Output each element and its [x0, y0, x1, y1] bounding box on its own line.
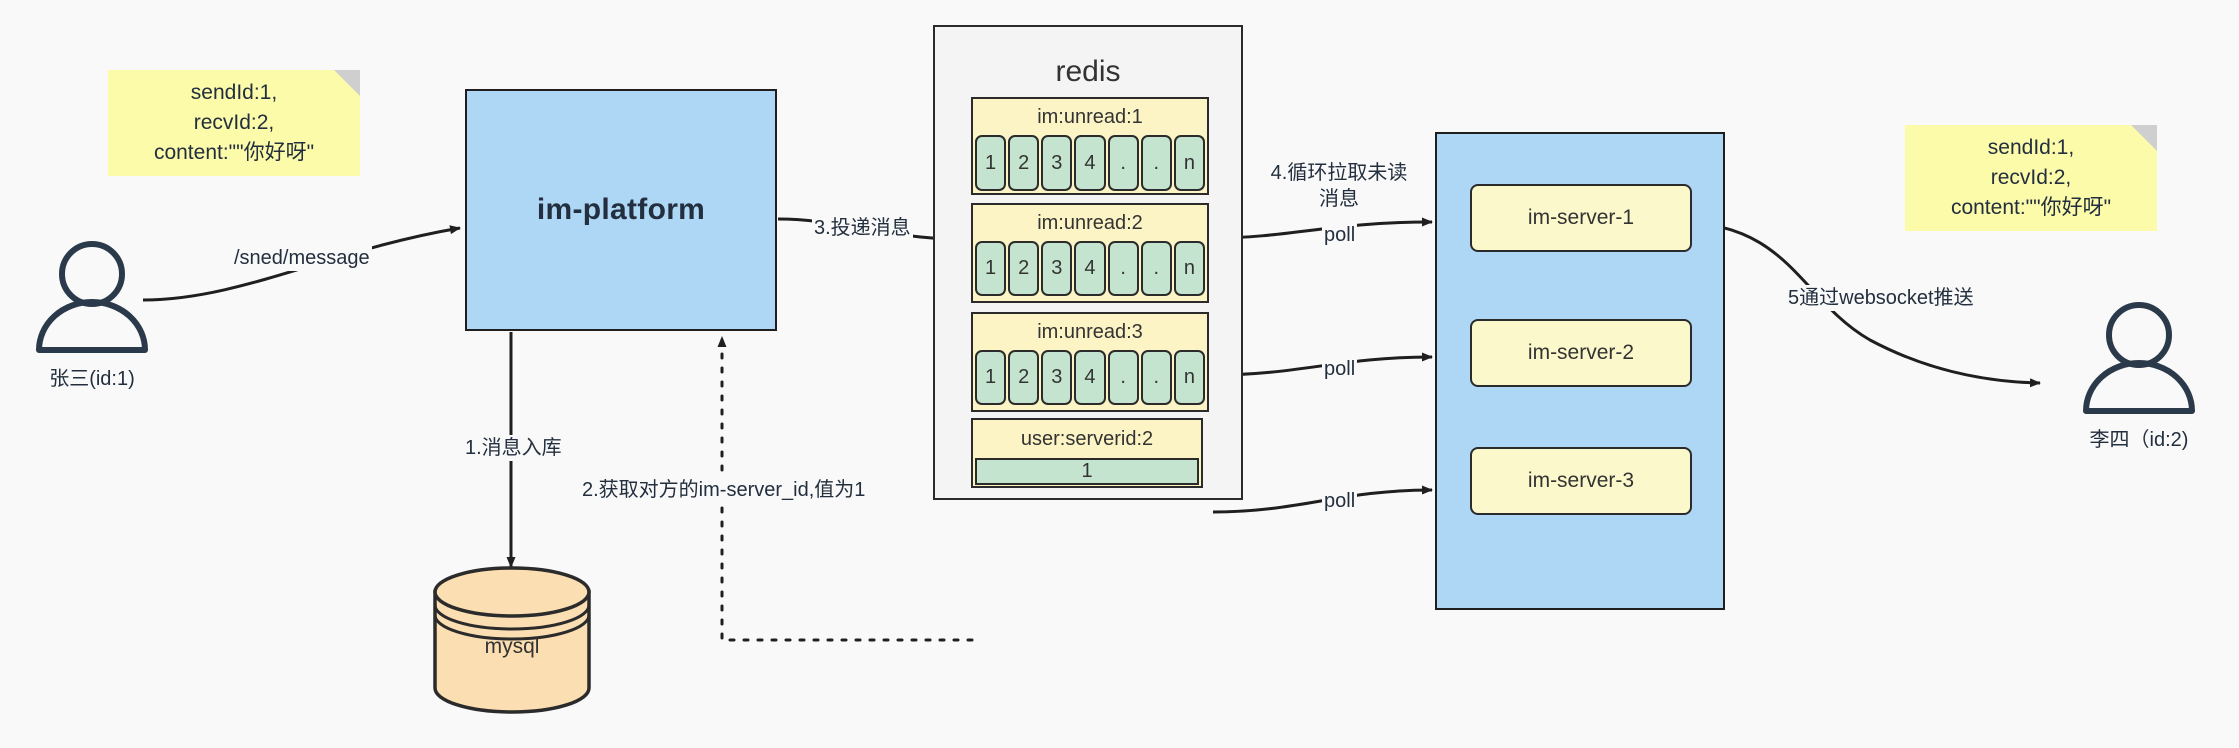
redis-kv-value: 1	[975, 458, 1199, 485]
redis-cell[interactable]: .	[1140, 350, 1172, 405]
redis-cell[interactable]: 1	[975, 135, 1007, 191]
redis-cell[interactable]: n	[1173, 241, 1205, 296]
edge-step5	[1675, 220, 2041, 388]
redis-cell[interactable]: 4	[1074, 350, 1106, 405]
redis-key-label: im:unread:3	[1037, 321, 1143, 343]
redis-cell-row: 1 2 3 4 . . n	[973, 350, 1207, 410]
redis-kv-key: user:serverid:2	[1020, 428, 1154, 450]
redis-cell[interactable]: 1	[975, 241, 1007, 296]
note-sender-payload-text: sendId:1, recvId:2, content:""你好呀"	[153, 81, 315, 164]
edge-label-poll-3: poll	[1322, 488, 1358, 514]
redis-cell[interactable]: 1	[975, 350, 1007, 405]
redis-cell[interactable]: 2	[1008, 241, 1040, 296]
redis-cell[interactable]: n	[1173, 135, 1205, 191]
edge-poll-3	[1212, 485, 1433, 514]
redis-cell-row: 1 2 3 4 . . n	[973, 241, 1207, 301]
redis-key-group[interactable]: im:unread:2 1 2 3 4 . . n	[971, 203, 1209, 303]
note-fold-icon	[2131, 125, 2157, 151]
redis-cell[interactable]: 4	[1074, 135, 1106, 191]
redis-cell[interactable]: 2	[1008, 350, 1040, 405]
note-sender-payload: sendId:1, recvId:2, content:""你好呀"	[108, 70, 360, 176]
redis-cell[interactable]: 2	[1008, 135, 1040, 191]
note-fold-icon	[334, 70, 360, 96]
redis-cell-row: 1 2 3 4 . . n	[973, 135, 1207, 193]
im-server-cluster[interactable]: im-server-1 im-server-2 im-server-3	[1435, 132, 1725, 610]
redis-key-group[interactable]: im:unread:3 1 2 3 4 . . n	[971, 312, 1209, 412]
sender-user-icon	[36, 241, 148, 353]
im-server-3-label: im-server-3	[1527, 469, 1635, 492]
redis-kv-box[interactable]: user:serverid:2 1	[971, 418, 1203, 488]
note-receiver-payload-text: sendId:1, recvId:2, content:""你好呀"	[1950, 136, 2112, 219]
im-platform-box[interactable]: im-platform	[465, 89, 777, 331]
redis-cell[interactable]: .	[1140, 135, 1172, 191]
im-server-1-label: im-server-1	[1527, 206, 1635, 229]
edge-step2	[717, 335, 974, 642]
edge-label-step4: 4.循环拉取未读消息	[1262, 160, 1416, 212]
redis-cell[interactable]: n	[1173, 350, 1205, 405]
redis-cell[interactable]: .	[1107, 241, 1139, 296]
im-server-1-box[interactable]: im-server-1	[1470, 184, 1692, 252]
redis-key-label: im:unread:2	[1037, 212, 1143, 234]
redis-cell[interactable]: .	[1140, 241, 1172, 296]
im-server-3-box[interactable]: im-server-3	[1470, 447, 1692, 515]
edge-label-poll-2: poll	[1322, 356, 1358, 382]
im-platform-label: im-platform	[536, 193, 706, 226]
edge-label-step5: 5通过websocket推送	[1786, 285, 1976, 311]
mysql-label-text: mysql	[484, 635, 540, 658]
mysql-label: mysql	[435, 635, 589, 659]
redis-title: redis	[1055, 55, 1121, 88]
im-server-2-label: im-server-2	[1527, 341, 1635, 364]
redis-cell[interactable]: .	[1107, 135, 1139, 191]
redis-cell[interactable]: 3	[1041, 350, 1073, 405]
im-server-2-box[interactable]: im-server-2	[1470, 319, 1692, 387]
redis-container[interactable]: redis im:unread:1 1 2 3 4 . . n im:unrea…	[933, 25, 1243, 500]
note-receiver-payload: sendId:1, recvId:2, content:""你好呀"	[1905, 125, 2157, 231]
edge-label-step2: 2.获取对方的im-server_id,值为1	[580, 477, 868, 503]
redis-cell[interactable]: 3	[1041, 241, 1073, 296]
edge-send-message	[142, 225, 461, 302]
database-cylinder-icon	[433, 566, 591, 714]
edge-label-step1: 1.消息入库	[463, 435, 564, 461]
redis-key-group[interactable]: im:unread:1 1 2 3 4 . . n	[971, 97, 1209, 195]
redis-cell[interactable]: .	[1107, 350, 1139, 405]
sender-label: 张三(id:1)	[49, 368, 135, 390]
edge-label-send-message: /sned/message	[232, 245, 372, 271]
redis-cell[interactable]: 3	[1041, 135, 1073, 191]
receiver-user-icon	[2083, 302, 2195, 414]
redis-key-label: im:unread:1	[1037, 106, 1143, 128]
redis-cell[interactable]: 4	[1074, 241, 1106, 296]
receiver-label: 李四（id:2)	[2089, 429, 2189, 451]
edge-label-poll-1: poll	[1322, 222, 1358, 248]
edge-label-step3: 3.投递消息	[812, 215, 913, 241]
